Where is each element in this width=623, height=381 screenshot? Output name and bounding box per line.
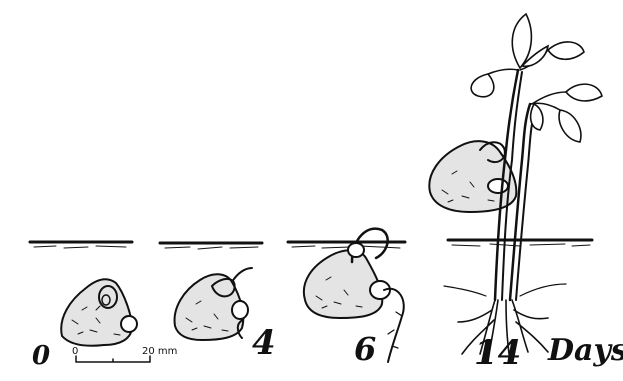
scale-bar-start-label: 0 bbox=[72, 346, 78, 357]
seedling-day-14 bbox=[429, 14, 602, 362]
seed-day-4 bbox=[175, 268, 252, 340]
stage-label-day-0: 0 bbox=[32, 341, 50, 371]
stage-label-day-14: 14 bbox=[474, 333, 521, 373]
seed-day-0 bbox=[61, 279, 137, 345]
soil-surface bbox=[30, 240, 592, 249]
stage-label-day-6: 6 bbox=[354, 330, 376, 368]
scale-bar: 0 20 mm bbox=[72, 346, 177, 362]
stage-label-day-4: 4 bbox=[252, 323, 276, 363]
days-unit-label: Days bbox=[547, 333, 623, 368]
scale-bar-end-label: 20 mm bbox=[142, 346, 177, 357]
